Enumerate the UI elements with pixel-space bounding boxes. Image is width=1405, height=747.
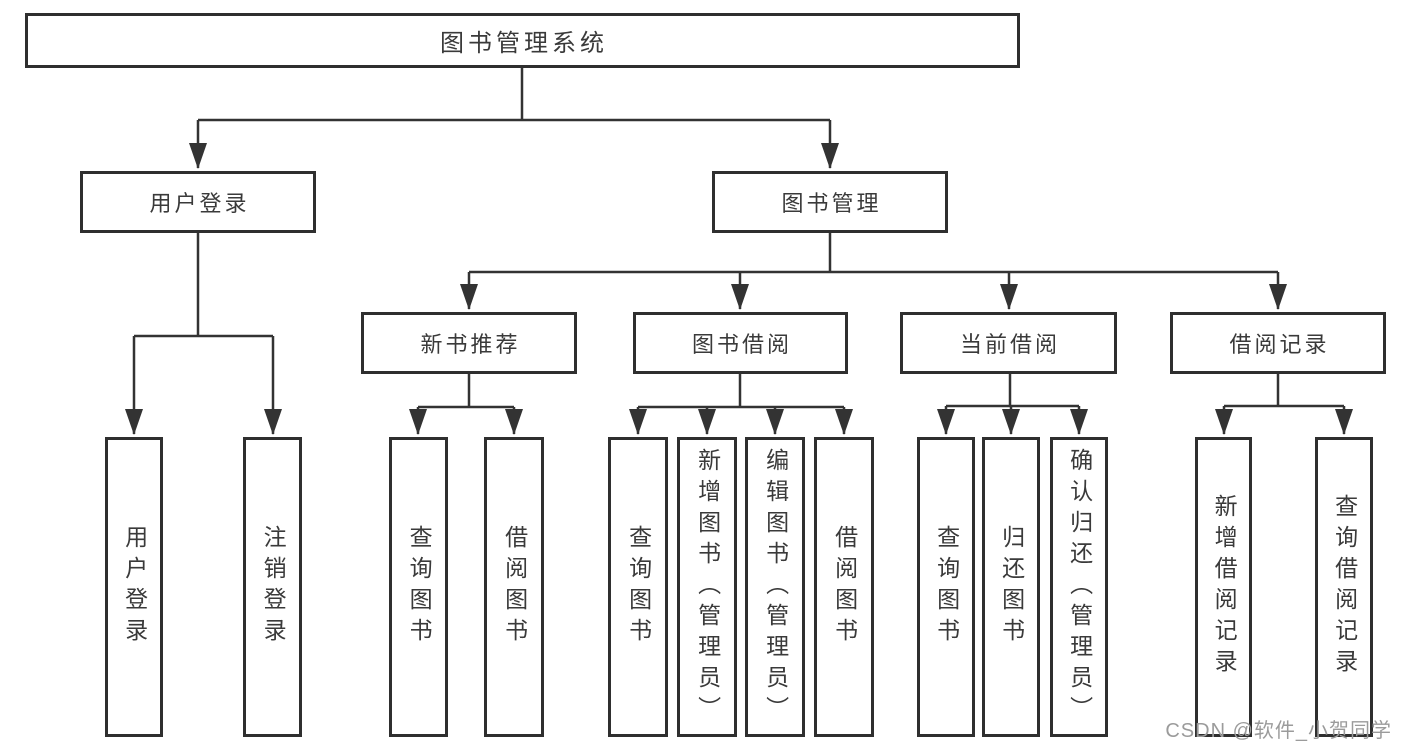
- node-current-borrow: 当前借阅: [900, 312, 1117, 374]
- leaf-query-books-recommend: 查询图书: [389, 437, 448, 737]
- node-book-borrow: 图书借阅: [633, 312, 848, 374]
- leaf-borrow-books-recommend: 借阅图书: [484, 437, 544, 737]
- connector-new-book-recommend-children: [409, 374, 523, 435]
- connector-user-login-children: [125, 233, 282, 435]
- leaf-query-books-borrow: 查询图书: [608, 437, 668, 737]
- leaf-query-books-current: 查询图书: [917, 437, 975, 737]
- connector-root-to-level2: [189, 68, 839, 169]
- leaf-logout: 注销登录: [243, 437, 302, 737]
- leaf-edit-book-admin: 编辑图书（管理员）: [745, 437, 805, 737]
- leaf-user-login: 用户登录: [105, 437, 163, 737]
- connector-book-management-children: [460, 233, 1287, 310]
- node-new-book-recommend: 新书推荐: [361, 312, 577, 374]
- leaf-add-book-admin: 新增图书（管理员）: [677, 437, 737, 737]
- csdn-watermark: CSDN @软件_小贺同学: [1165, 720, 1392, 742]
- connector-borrow-records-children: [1215, 374, 1353, 435]
- leaf-query-borrow-record: 查询借阅记录: [1315, 437, 1373, 737]
- leaf-return-book: 归还图书: [982, 437, 1040, 737]
- leaf-borrow-books: 借阅图书: [814, 437, 874, 737]
- node-root-library-system: 图书管理系统: [25, 13, 1020, 68]
- node-book-management: 图书管理: [712, 171, 948, 233]
- node-borrow-records: 借阅记录: [1170, 312, 1386, 374]
- leaf-confirm-return-admin: 确认归还（管理员）: [1050, 437, 1108, 737]
- connector-current-borrow-children: [937, 374, 1088, 435]
- leaf-add-borrow-record: 新增借阅记录: [1195, 437, 1252, 737]
- node-user-login: 用户登录: [80, 171, 316, 233]
- connector-book-borrow-children: [629, 374, 853, 435]
